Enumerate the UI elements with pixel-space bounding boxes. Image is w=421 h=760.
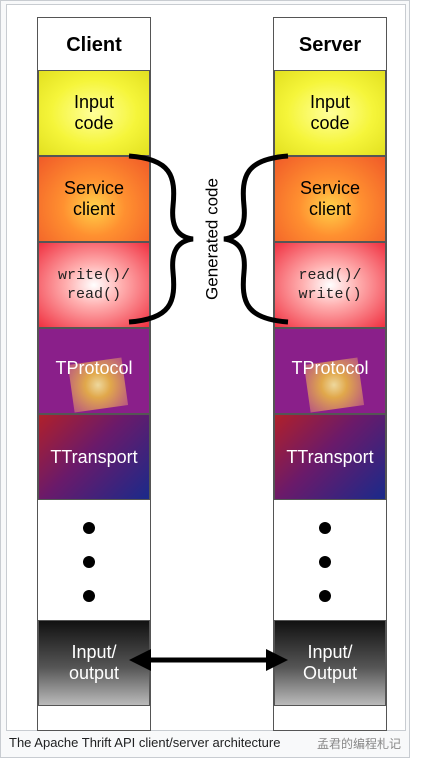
server-input-code-line1: Input <box>309 92 351 112</box>
server-tprotocol-block: TProtocol <box>274 328 386 414</box>
client-tprotocol-block: TProtocol <box>38 328 150 414</box>
server-ttransport-label: TTransport <box>286 446 374 467</box>
client-input-code-line2: code <box>74 113 114 133</box>
client-tprotocol-label: TProtocol <box>55 357 133 378</box>
server-ttransport-block: TTransport <box>274 414 386 500</box>
right-brace <box>223 153 289 325</box>
watermark: 孟君的编程札记 <box>317 737 402 751</box>
client-io-line2: output <box>68 663 120 683</box>
client-io-line1: Input/ <box>71 642 117 662</box>
server-io-line2: Output <box>302 663 358 683</box>
server-ellipsis-dot-3 <box>319 590 331 602</box>
connector-overlay: Generated code <box>128 153 289 671</box>
client-ttransport-label: TTransport <box>50 446 138 467</box>
client-ellipsis-dot-3 <box>83 590 95 602</box>
client-rw-line2: read() <box>66 286 121 303</box>
server-title: Server <box>298 34 362 56</box>
client-write-read-block: write()/ read() <box>38 242 150 328</box>
figure-caption: The Apache Thrift API client/server arch… <box>9 735 281 750</box>
server-rw-line1: read()/ <box>298 267 362 284</box>
server-ellipsis-dot-1 <box>319 522 331 534</box>
client-ttransport-block: TTransport <box>38 414 150 500</box>
server-service-line1: Service <box>299 178 361 198</box>
server-rw-line2: write() <box>298 286 362 303</box>
generated-code-label: Generated code <box>202 178 221 300</box>
server-input-output-block: Input/Output <box>274 620 386 706</box>
client-rw-line1: write()/ <box>57 267 130 284</box>
server-service-line2: client <box>308 199 352 219</box>
server-io-line1: Input/ <box>307 642 353 662</box>
client-title: Client <box>66 34 122 56</box>
client-input-output-block: Input/output <box>38 620 150 706</box>
client-ellipsis-dot-2 <box>83 556 95 568</box>
client-input-code-line1: Input <box>73 92 115 112</box>
server-tprotocol-label: TProtocol <box>291 357 369 378</box>
client-ellipsis-dot-1 <box>83 522 95 534</box>
server-input-code-line2: code <box>310 113 350 133</box>
server-ellipsis-dot-2 <box>319 556 331 568</box>
client-service-line1: Service <box>63 178 125 198</box>
left-brace <box>128 153 194 325</box>
client-service-line2: client <box>72 199 116 219</box>
server-read-write-block: read()/ write() <box>274 242 386 328</box>
io-bidirectional-arrow <box>129 649 288 671</box>
